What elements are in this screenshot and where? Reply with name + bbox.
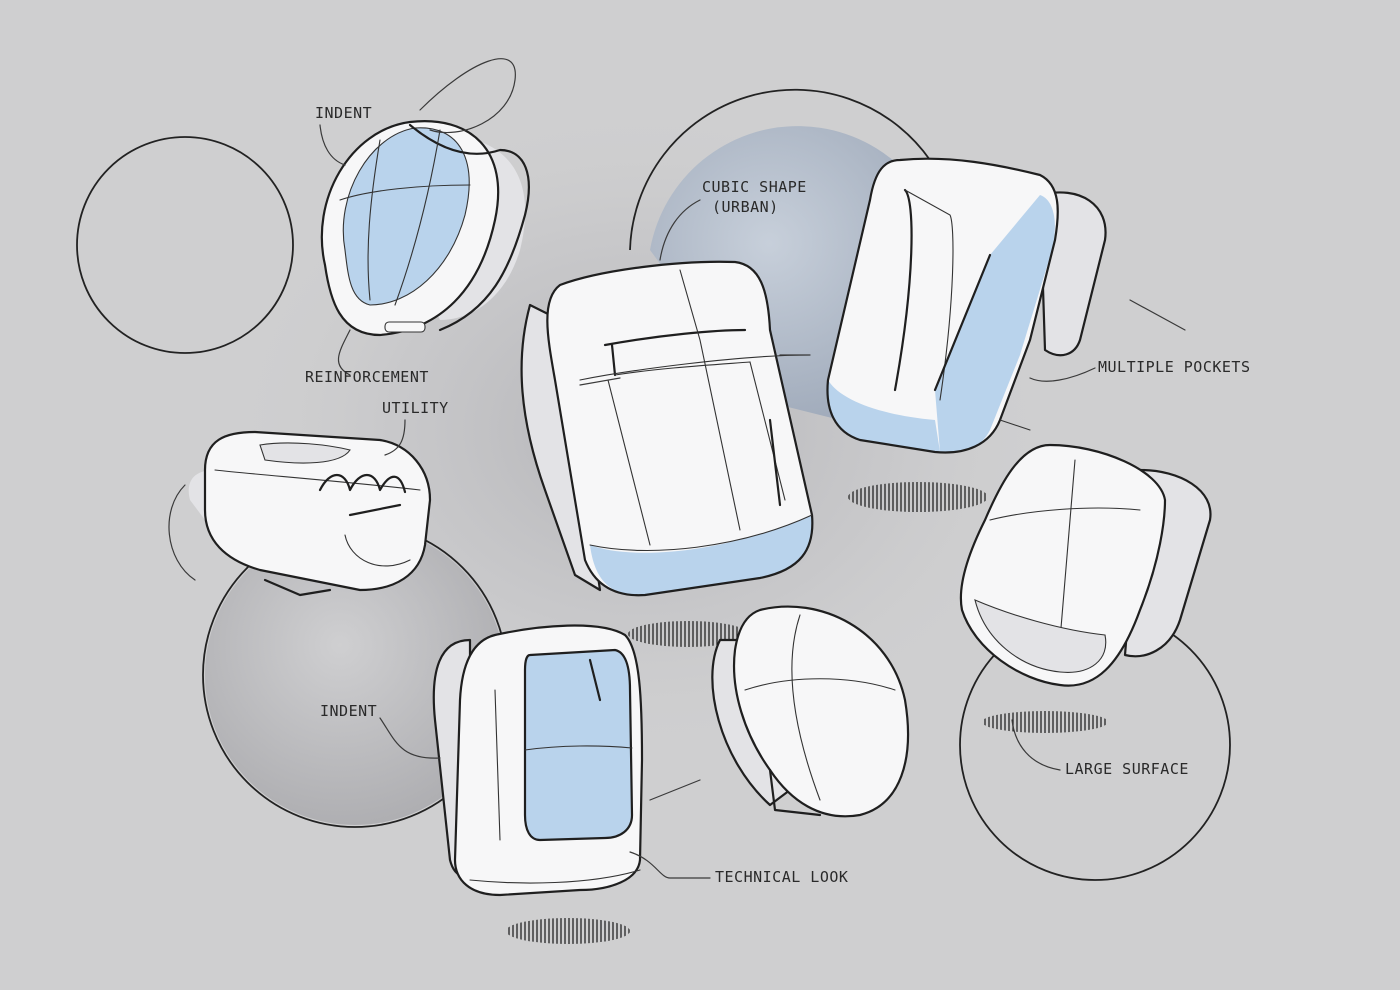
label-urban: (URBAN) [712, 198, 779, 216]
label-technical-look: TECHNICAL LOOK [715, 868, 848, 886]
backpack-sketch-center-cubic [520, 260, 814, 597]
arrow-bottom-center [649, 779, 701, 801]
leader-utility [384, 419, 406, 456]
leader-cubic-shape [659, 199, 701, 261]
backpack-sketch-utility [188, 430, 432, 597]
rotation-arrow-left [168, 484, 196, 581]
ground-shadow-2 [628, 621, 748, 647]
backpack-sketch-rounded-bottom [711, 605, 910, 818]
label-indent-top: INDENT [315, 104, 372, 122]
arrow-right [1129, 299, 1186, 331]
backpack-sketch-rounded-top-left [320, 120, 530, 337]
leader-indent-bottom [379, 717, 441, 759]
ground-shadow-3 [982, 711, 1108, 733]
label-multiple-pockets: MULTIPLE POCKETS [1098, 358, 1251, 376]
arrow-center-left [579, 377, 621, 386]
ground-shadow-4 [506, 918, 630, 944]
leader-reinforcement [337, 329, 351, 376]
shaded-disc-bottom-left [205, 525, 505, 825]
outline-circle-top-left [76, 136, 294, 354]
label-large-surface: LARGE SURFACE [1065, 760, 1189, 778]
rotation-arrow-top [419, 58, 516, 134]
backpack-sketch-cubic-urban [826, 157, 1107, 454]
label-utility: UTILITY [382, 399, 449, 417]
leader-technical-look [629, 851, 711, 879]
ground-shadow-1 [848, 482, 988, 512]
outline-circle-top-center [629, 88, 931, 251]
leader-indent-top [319, 124, 346, 166]
label-reinforcement: REINFORCEMENT [305, 368, 429, 386]
backpack-sketch-large-surface [959, 443, 1212, 687]
leader-multiple-pockets [1029, 367, 1096, 382]
backpack-sketch-technical [432, 624, 644, 897]
label-indent-bottom: INDENT [320, 702, 377, 720]
leader-large-surface [1011, 719, 1061, 771]
label-cubic-shape: CUBIC SHAPE [702, 178, 807, 196]
